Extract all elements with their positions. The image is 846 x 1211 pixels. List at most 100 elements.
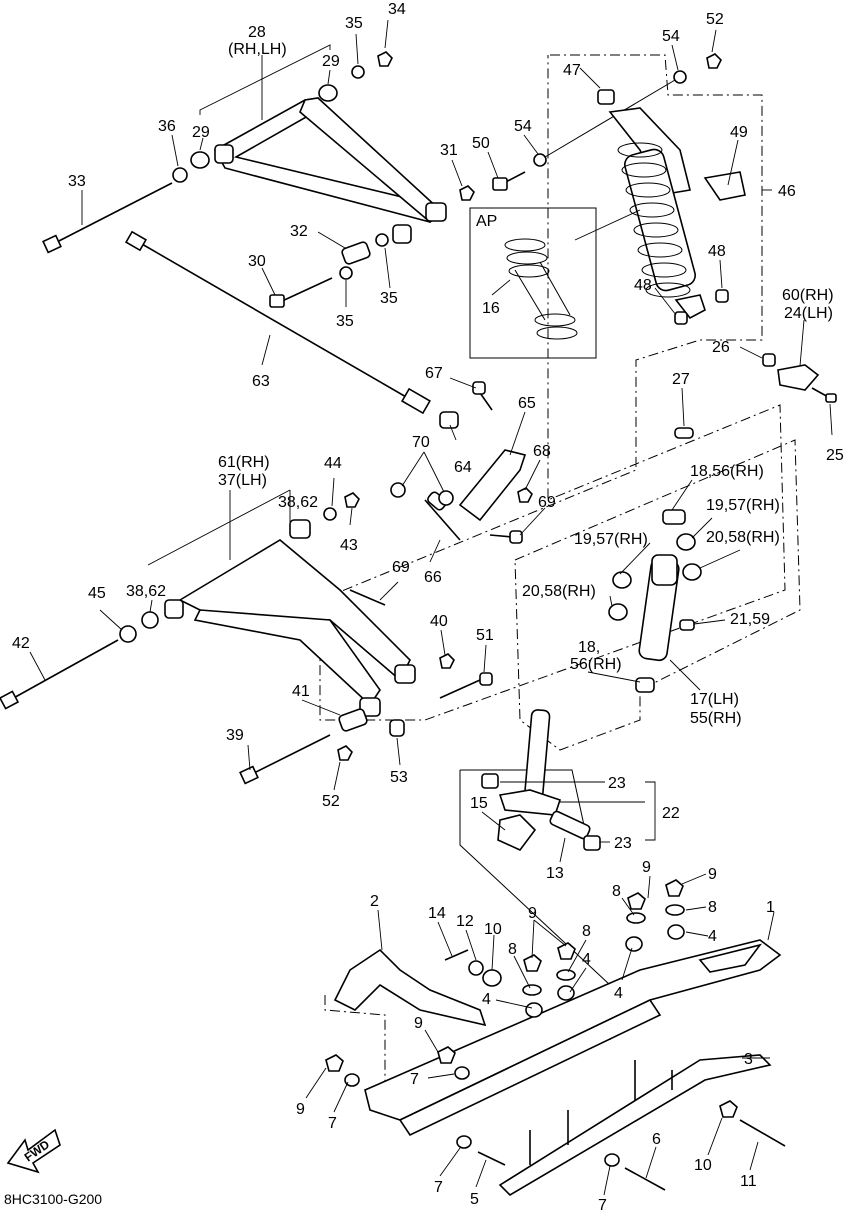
callout-19-57-rh: 19,57(RH) bbox=[706, 497, 780, 514]
callout-51: 51 bbox=[476, 627, 494, 644]
callout-43: 43 bbox=[340, 537, 358, 554]
callout-52: 52 bbox=[322, 793, 340, 810]
callout-11: 11 bbox=[740, 1173, 757, 1190]
callout-35: 35 bbox=[345, 15, 363, 32]
callout-70: 70 bbox=[412, 434, 430, 451]
callout-8: 8 bbox=[508, 941, 517, 958]
callout-45: 45 bbox=[88, 585, 106, 602]
callout-30: 30 bbox=[248, 253, 266, 270]
callout-29: 29 bbox=[192, 124, 210, 141]
callout-15: 15 bbox=[470, 795, 488, 812]
callout-47: 47 bbox=[563, 62, 581, 79]
callout-69: 69 bbox=[538, 494, 556, 511]
callout-22: 22 bbox=[662, 805, 680, 822]
callout-61-rh: 61(RH) bbox=[218, 454, 270, 471]
callout-16: 16 bbox=[482, 300, 500, 317]
callout-42: 42 bbox=[12, 635, 30, 652]
callout-38-62: 38,62 bbox=[126, 583, 166, 600]
callout-4: 4 bbox=[614, 985, 623, 1002]
callout-63: 63 bbox=[252, 373, 270, 390]
shock-absorber bbox=[492, 53, 746, 325]
callout-64: 64 bbox=[454, 459, 472, 476]
callout-25: 25 bbox=[826, 447, 844, 464]
callout-53: 53 bbox=[390, 769, 408, 786]
callout-4: 4 bbox=[582, 951, 591, 968]
callout-9: 9 bbox=[528, 905, 537, 922]
callout-23: 23 bbox=[608, 775, 626, 792]
ski-assembly bbox=[333, 939, 782, 1197]
callout-13: 13 bbox=[546, 865, 564, 882]
callout-9: 9 bbox=[296, 1101, 305, 1118]
lower-a-arm bbox=[0, 492, 493, 785]
inset-box-ap: AP bbox=[469, 207, 597, 359]
callout-3: 3 bbox=[744, 1051, 753, 1068]
callout-12: 12 bbox=[456, 913, 474, 930]
callout-40: 40 bbox=[430, 613, 448, 630]
callout-68: 68 bbox=[533, 443, 551, 460]
callout-14: 14 bbox=[428, 905, 446, 922]
callout-38-62: 38,62 bbox=[278, 494, 318, 511]
callout-8: 8 bbox=[708, 899, 717, 916]
callout-19-57-rh: 19,57(RH) bbox=[574, 531, 648, 548]
spindle bbox=[608, 427, 702, 693]
leader-lines bbox=[29, 19, 833, 1196]
callout-labels: 28 (RH,LH) 35 34 29 36 29 33 31 32 30 35… bbox=[12, 1, 844, 1211]
callout-7: 7 bbox=[598, 1197, 607, 1211]
callout-35: 35 bbox=[336, 313, 354, 330]
callout-32: 32 bbox=[290, 223, 308, 240]
callout-26: 26 bbox=[712, 339, 730, 356]
callout-8: 8 bbox=[612, 883, 621, 900]
ski-hardware bbox=[325, 879, 786, 1191]
callout-37-lh: 37(LH) bbox=[218, 472, 267, 489]
callout-21-59: 21,59 bbox=[730, 611, 770, 628]
callout-2: 2 bbox=[370, 893, 379, 910]
callout-28: 28 bbox=[248, 24, 266, 41]
callout-41: 41 bbox=[292, 683, 310, 700]
callout-1: 1 bbox=[766, 899, 775, 916]
callout-7: 7 bbox=[410, 1071, 419, 1088]
fwd-arrow-icon: FWD bbox=[6, 1128, 61, 1174]
callout-46: 46 bbox=[778, 183, 796, 200]
callout-49: 49 bbox=[730, 124, 748, 141]
callout-60-rh: 60(RH) bbox=[782, 287, 834, 304]
inset-label: AP bbox=[476, 213, 497, 230]
callout-52: 52 bbox=[706, 11, 724, 28]
callout-17-lh: 17(LH) bbox=[690, 691, 739, 708]
callout-54: 54 bbox=[662, 28, 680, 45]
callout-36: 36 bbox=[158, 118, 176, 135]
callout-4: 4 bbox=[708, 928, 717, 945]
callout-50: 50 bbox=[472, 135, 490, 152]
callout-6: 6 bbox=[652, 1131, 661, 1148]
callout-48: 48 bbox=[708, 243, 726, 260]
callout-23: 23 bbox=[614, 835, 632, 852]
callout-10: 10 bbox=[484, 921, 502, 938]
callout-69: 69 bbox=[392, 559, 410, 576]
steering-arm bbox=[762, 353, 837, 403]
torsion-rod bbox=[124, 230, 431, 415]
callout-9: 9 bbox=[708, 866, 717, 883]
callout-5: 5 bbox=[470, 1191, 479, 1208]
callout-39: 39 bbox=[226, 727, 244, 744]
callout-24-lh: 24(LH) bbox=[784, 305, 833, 322]
callout-4: 4 bbox=[482, 991, 491, 1008]
callout-20-58-rh: 20,58(RH) bbox=[706, 529, 780, 546]
callout-18-56-rh: 18,56(RH) bbox=[690, 463, 764, 480]
callout-35: 35 bbox=[380, 290, 398, 307]
callout-33: 33 bbox=[68, 173, 86, 190]
ski-bracket bbox=[481, 709, 601, 851]
callout-31: 31 bbox=[440, 142, 458, 159]
callout-10: 10 bbox=[694, 1157, 712, 1174]
callout-9: 9 bbox=[642, 859, 651, 876]
callout-56-rh: 56(RH) bbox=[570, 656, 622, 673]
callout-65: 65 bbox=[518, 395, 536, 412]
callout-27: 27 bbox=[672, 371, 690, 388]
callout-28-rh-lh: (RH,LH) bbox=[228, 41, 287, 58]
callout-48: 48 bbox=[634, 277, 652, 294]
callout-55-rh: 55(RH) bbox=[690, 710, 742, 727]
callout-7: 7 bbox=[434, 1179, 443, 1196]
callout-66: 66 bbox=[424, 569, 442, 586]
callout-67: 67 bbox=[425, 365, 443, 382]
callout-8: 8 bbox=[582, 923, 591, 940]
callout-29: 29 bbox=[322, 53, 340, 70]
